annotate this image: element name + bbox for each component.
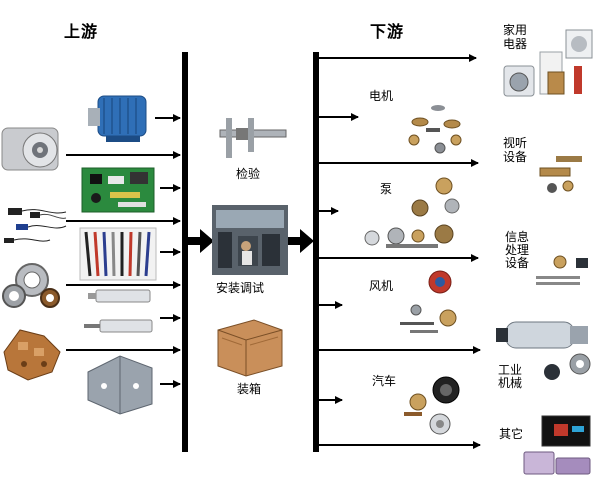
sheet-metal-bracket-icon [87,355,153,415]
info-label-1: 信息 [505,230,530,244]
downstream-header: 下游 [370,22,405,41]
av-equipment-icon [539,156,582,193]
appliances-icon [503,29,593,97]
other-device-icon [523,415,591,475]
household-label-2: 电器 [503,37,528,51]
arrow-to-downstream [288,229,314,253]
upstream-header: 上游 [64,22,99,41]
av-label-1: 视听 [503,136,528,150]
pump-parts-icon [364,177,460,248]
info-label-2: 处理 [505,243,530,257]
circuit-board-icon [81,167,155,213]
industrial-label-2: 机械 [498,376,523,390]
segment-auto-label: 汽车 [372,374,397,388]
info-label-3: 设备 [505,256,530,270]
electric-motor-icon [88,95,147,142]
downstream-arrows [316,54,481,449]
auto-parts-icon [404,376,460,435]
industrial-machine-icon [496,321,591,380]
fan-parts-icon [400,270,457,333]
sensor-cables-icon [4,208,67,243]
segment-pump-label: 泵 [380,182,393,196]
arrow-to-process [188,229,214,253]
segment-fan-label: 风机 [369,279,394,293]
pack-label: 装箱 [237,382,262,396]
motor-parts-icon [408,105,462,154]
assembly-line-photo [212,205,288,275]
assemble-label: 安装调试 [216,281,265,295]
it-device-icon [536,255,588,285]
caliper-icon [219,118,287,158]
other-label: 其它 [499,427,524,441]
segment-motor-label: 电机 [369,89,394,103]
inspect-label: 检验 [236,167,261,181]
die-cast-parts-icon [3,329,61,381]
household-label-1: 家用 [503,23,528,37]
wooden-crate-icon [217,319,283,377]
av-label-2: 设备 [503,150,528,164]
bearing-icon [2,263,60,308]
wire-bundle-icon [79,227,157,281]
upstream-arrows [66,114,181,388]
linear-actuator-icon [84,289,153,333]
industrial-label-1: 工业 [498,363,523,377]
gear-reducer-icon [1,127,59,171]
